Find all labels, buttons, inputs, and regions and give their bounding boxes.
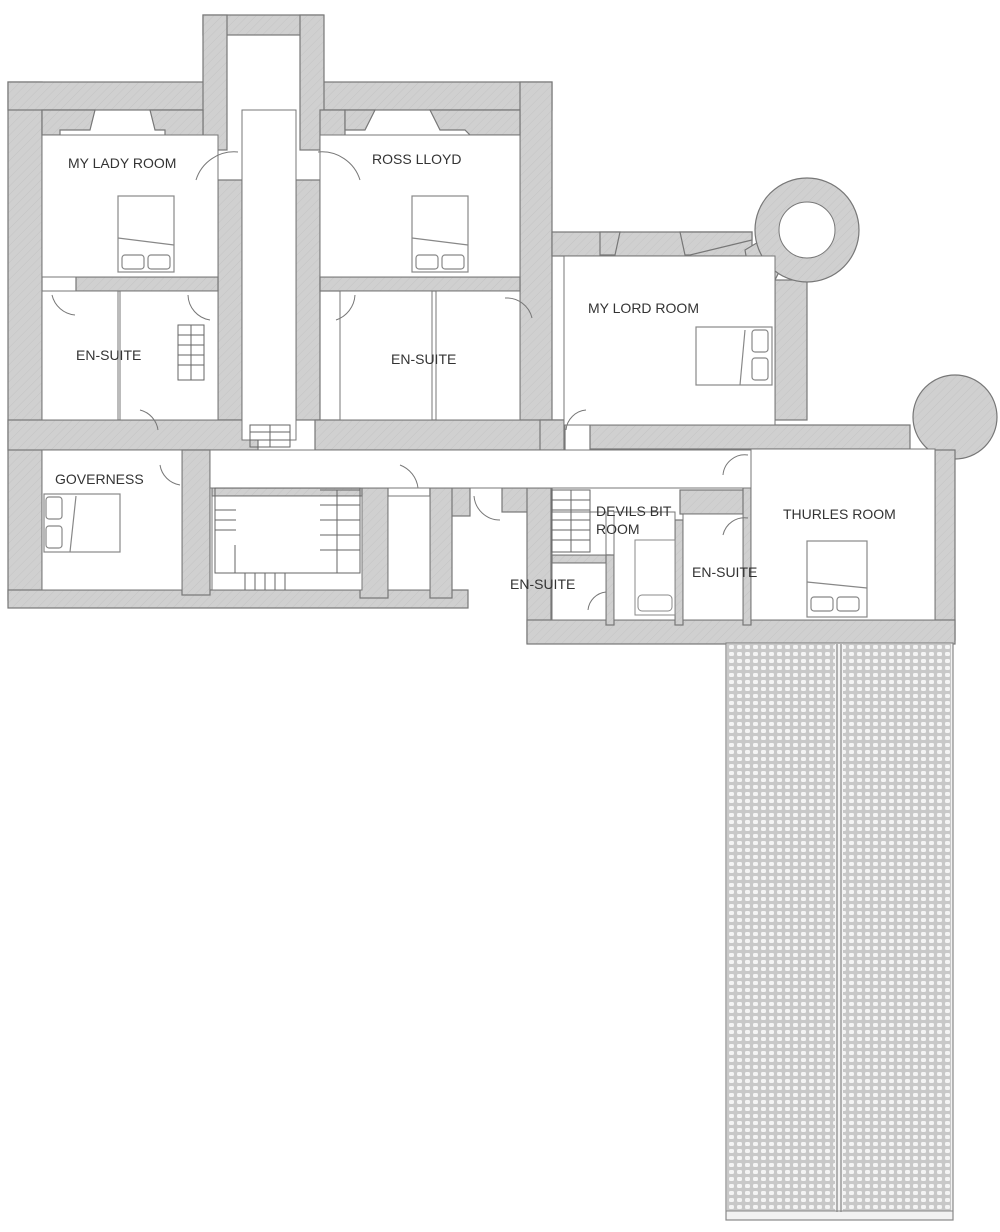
room-label-ross-lloyd: ROSS LLOYD	[372, 151, 462, 167]
room-en-suite-2	[339, 290, 433, 421]
walls	[7, 14, 998, 645]
room-label-my-lord-room: MY LORD ROOM	[588, 300, 699, 316]
room-my-lady	[41, 134, 219, 278]
room-label-en-suite-3: EN-SUITE	[510, 576, 576, 592]
fixtures	[634, 539, 676, 616]
room-label-devils-bit-line1: DEVILS BIT	[596, 503, 672, 519]
room-governess	[41, 449, 183, 591]
room-label-devils-bit-line2: ROOM	[596, 521, 640, 537]
beds	[43, 195, 868, 618]
room-thurles	[750, 448, 936, 621]
roof-panels	[725, 642, 954, 1221]
room-label-governess: GOVERNESS	[55, 471, 144, 487]
room-my-lord	[563, 255, 776, 426]
room-label-en-suite-4: EN-SUITE	[692, 564, 758, 580]
room-label-thurles-room: THURLES ROOM	[783, 506, 896, 522]
room-en-suite-4	[682, 513, 744, 621]
corridor	[241, 109, 297, 441]
room-ross-lloyd	[319, 134, 521, 278]
room-label-en-suite-2: EN-SUITE	[391, 351, 457, 367]
room-en-suite-3	[551, 562, 607, 621]
doors	[51, 151, 749, 611]
room-en-suite-1	[41, 290, 119, 421]
stairs	[177, 324, 591, 590]
room-label-en-suite-1: EN-SUITE	[76, 347, 142, 363]
room-label-my-lady-room: MY LADY ROOM	[68, 155, 177, 171]
